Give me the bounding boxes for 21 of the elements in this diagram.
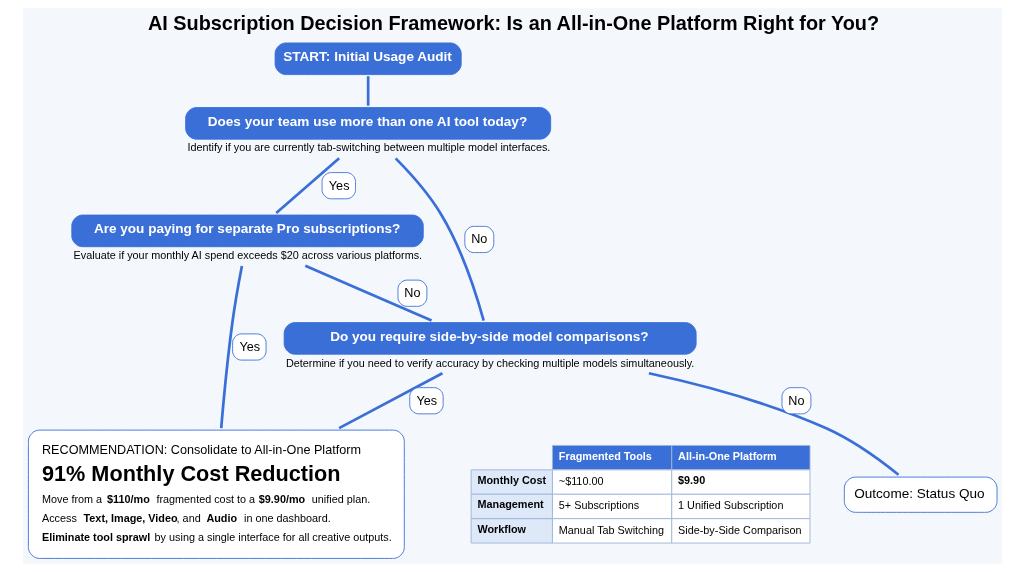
label: $9.90 xyxy=(677,473,705,486)
label: Workflow xyxy=(476,522,526,535)
diagram-title: AI Subscription Decision Framework: Is an All-in-One Platform Right for You? xyxy=(147,12,879,35)
label: 5+ Subscriptions xyxy=(558,499,639,512)
edge-label: No xyxy=(787,393,804,408)
label: Fragmented Tools xyxy=(558,449,652,462)
node-label: Determine if you need to verify accuracy by checking multiple models simultaneously. xyxy=(285,356,694,369)
edge-label: No xyxy=(470,232,487,247)
label: ~$110.00 xyxy=(558,474,603,487)
edge-label: Yes xyxy=(238,339,260,354)
edge-label: No xyxy=(403,286,420,301)
label: Monthly Cost xyxy=(476,473,546,486)
label: Management xyxy=(476,498,544,511)
edge-label: Yes xyxy=(416,393,437,408)
label: Manual Tab Switching xyxy=(558,523,664,536)
node-label: Identify if you are currently tab-switching between multiple model interfaces. xyxy=(186,141,550,154)
edge-label: Yes xyxy=(328,178,349,193)
node-label: Evaluate if your monthly AI spend exceeds $20 across various platforms. xyxy=(73,248,422,261)
label: All-in-One Platform xyxy=(677,449,777,462)
label: 1 Unified Subscription xyxy=(677,499,783,512)
label: Side-by-Side Comparison xyxy=(677,523,801,536)
